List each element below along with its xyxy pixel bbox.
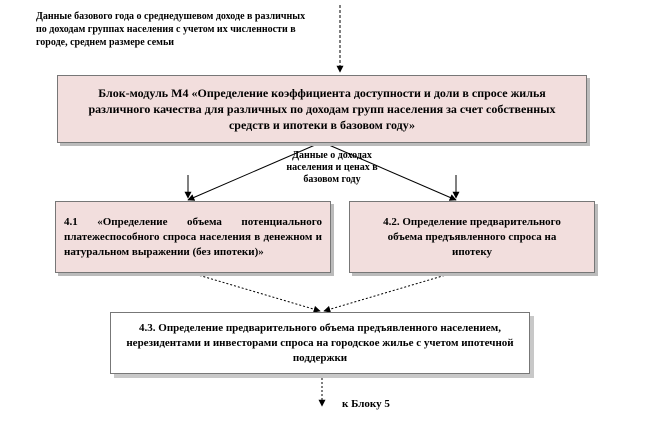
box-4-2: 4.2. Определение предварительного объема… — [349, 201, 595, 273]
arrow-to-42 — [321, 141, 457, 201]
arrow-42-to-43 — [323, 271, 457, 313]
mid-note: Данные о доходах населения и ценах в баз… — [286, 150, 378, 185]
box-4-1: 4.1 «Определение объема потенциального п… — [55, 201, 331, 273]
output-label: к Блоку 5 — [342, 398, 390, 410]
input-note: Данные базового года о среднедушевом дох… — [36, 11, 306, 48]
arrow-41-to-43 — [187, 271, 321, 313]
box-4-3: 4.3. Определение предварительного объема… — [110, 312, 530, 374]
arrow-to-41 — [187, 141, 323, 201]
main-module-box: Блок-модуль М4 «Определение коэффициента… — [57, 75, 587, 143]
